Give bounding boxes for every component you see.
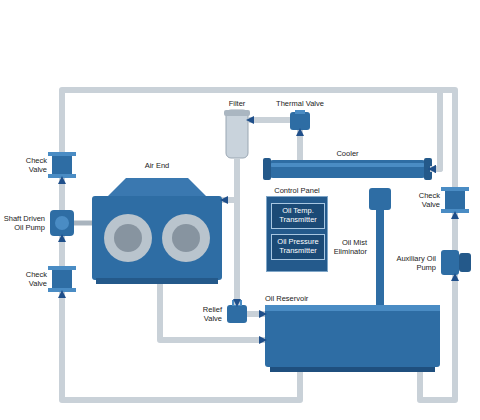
oil-pipe [62, 90, 440, 169]
thermal-valve: Thermal Valve [290, 110, 310, 130]
oil-pipe [430, 90, 455, 187]
air-end-illustration [92, 178, 222, 284]
pump-symbol [50, 210, 92, 236]
oil-reservoir: Oil Reservoir [265, 305, 440, 372]
check-valve: Check Valve [52, 266, 72, 292]
component-label: Check Valve [7, 270, 47, 288]
filter: Filter [226, 110, 248, 158]
oil-pipe [59, 236, 65, 266]
valve-actuator [295, 110, 305, 114]
air-end: Air End [92, 172, 222, 284]
rotor [114, 224, 142, 252]
component-label: Thermal Valve [276, 99, 324, 108]
check-valve-symbol [48, 266, 76, 292]
component-label: Oil Temp. Transmitter [272, 204, 324, 226]
filter-symbol [224, 110, 250, 158]
air-end-dome [108, 178, 206, 196]
check-valve: Check Valve [445, 187, 465, 213]
auxiliary-pump: Auxiliary Oil Pump [441, 250, 469, 275]
component-label: Filter [229, 99, 246, 108]
valve-body [290, 112, 310, 130]
reservoir-tank [265, 305, 440, 367]
oil-pipe [452, 213, 458, 250]
component-label: Check Valve [7, 156, 47, 174]
valve-flange [441, 209, 469, 213]
reservoir-base [270, 367, 435, 372]
reservoir-illustration [265, 305, 440, 372]
mist-eliminator-illustration [369, 188, 391, 305]
drive-shaft [74, 221, 92, 226]
reservoir-top [265, 305, 440, 311]
valve-flange [48, 288, 76, 292]
check-valve-symbol [48, 152, 76, 178]
cooler-illustration [263, 158, 432, 180]
eliminator-stack [376, 210, 384, 305]
oil-pipe [420, 275, 455, 400]
oil-pump: Shaft Driven Oil Pump [50, 210, 74, 236]
component-label: Control Panel [274, 186, 319, 195]
thermal-valve-symbol [290, 110, 310, 130]
component-label: Cooler [336, 149, 358, 158]
valve-flange [48, 174, 76, 178]
pump-rotor [55, 216, 69, 230]
relief-valve: Relief Valve [227, 305, 247, 323]
component-label: Oil Pressure Transmitter [272, 235, 324, 257]
pump-body [441, 250, 459, 275]
component-label: Auxiliary Oil Pump [396, 254, 436, 272]
control-panel: Control PanelOil Temp. TransmitterOil Pr… [266, 196, 328, 272]
valve-flange [48, 266, 76, 270]
component-label: Oil Reservoir [265, 294, 308, 303]
rotor-housing [104, 214, 152, 262]
transmitter-box: Oil Pressure Transmitter [271, 234, 325, 260]
oil-pipe [234, 158, 240, 305]
pump-body [50, 210, 74, 236]
component-label: Oil Mist Eliminator [333, 238, 367, 256]
component-label: Relief Valve [188, 305, 222, 323]
component-label: Air End [145, 161, 170, 170]
rotor [172, 224, 200, 252]
oil-pipe [297, 130, 303, 160]
cooler-highlight [270, 163, 425, 167]
oil-pipe [59, 178, 65, 210]
oil-pipe [248, 117, 290, 123]
air-end-casing [92, 196, 222, 280]
pump-motor [459, 253, 471, 272]
oil-pipe [62, 292, 300, 400]
air-end-base [96, 278, 218, 284]
filter-cap [224, 110, 250, 116]
mist-eliminator: Oil Mist Eliminator [372, 188, 388, 305]
check-valve-symbol [441, 187, 469, 213]
valve-flange [441, 187, 469, 191]
cooler: Cooler [265, 160, 430, 178]
filter-canister [226, 110, 248, 158]
valve-flange [48, 152, 76, 156]
eliminator-housing [369, 188, 391, 210]
cooler-shell [265, 160, 430, 178]
check-valve: Check Valve [52, 152, 72, 178]
component-label: Check Valve [400, 191, 440, 209]
oil-pipe [160, 284, 265, 340]
cooler-end-cap [263, 158, 271, 180]
component-label: Shaft Driven Oil Pump [3, 214, 45, 232]
auxiliary-pump-illustration [441, 250, 471, 275]
valve-body [227, 305, 247, 323]
oil-pipe [247, 311, 265, 317]
rotor-housing [162, 214, 210, 262]
transmitter-box: Oil Temp. Transmitter [271, 203, 325, 229]
